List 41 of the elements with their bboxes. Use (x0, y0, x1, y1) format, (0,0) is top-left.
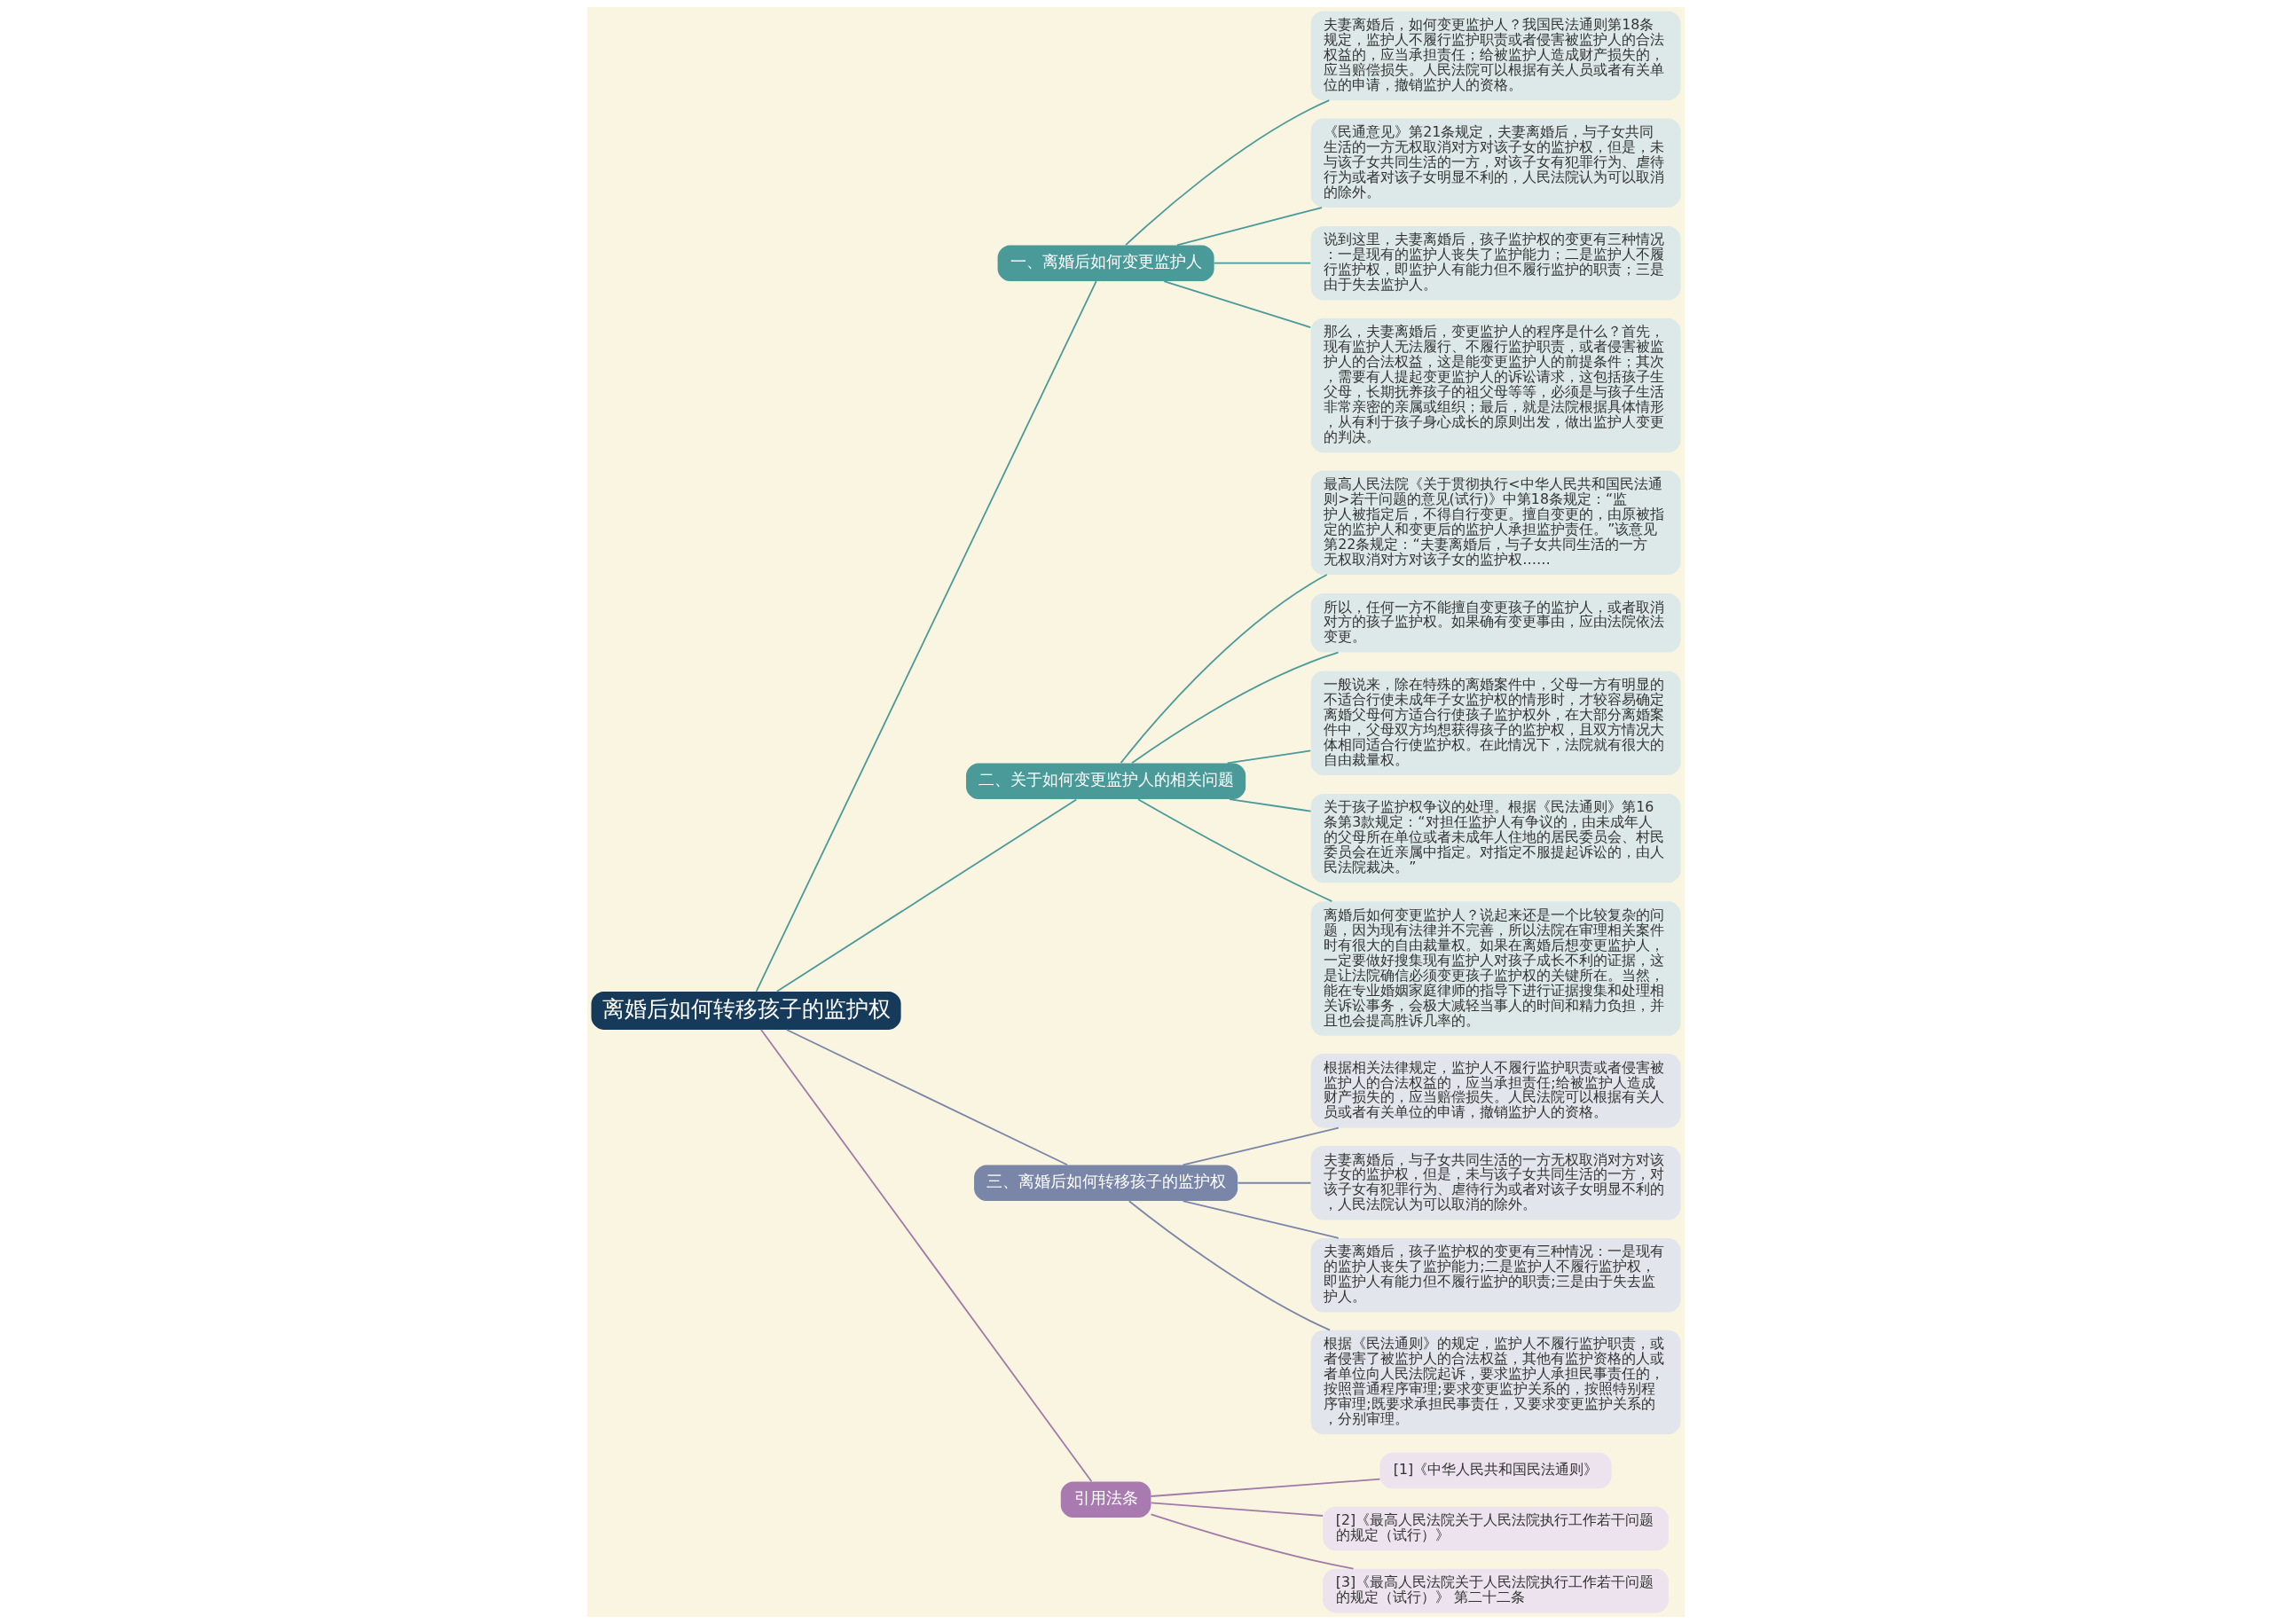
node-box: 一、离婚后如何变更监护人 (997, 245, 1214, 282)
node-box: 最高人民法院《关于贯彻执行<中华人民共和国民法通则>若干问题的意见(试行)》中第18条规定：“监护人被指定后，不得自行变更。擅自变更的，由原被指定的监护人和变更后的监护人承担监护责任。”该意见第22条规定：“夫妻离婚后，与子女共同生活的一方无权取消对方对该子女的监护权…… (1310, 470, 1680, 576)
connector (1150, 1478, 1380, 1497)
connector (1226, 749, 1311, 765)
connector (759, 1029, 1092, 1483)
node-box: 二、关于如何变更监护人的相关问题 (965, 763, 1246, 800)
node-box: [1]《中华人民共和国民法通则》 (1379, 1452, 1612, 1489)
connector (1213, 262, 1311, 264)
connector (1182, 1126, 1340, 1166)
node-box: [2]《最高人民法院关于人民法院执行工作若干问题的规定（试行）》 (1322, 1506, 1669, 1551)
node-box: 三、离婚后如何转移孩子的监护权 (973, 1165, 1238, 1202)
node-box: 《民通意见》第21条规定，夫妻离婚后，与子女共同生活的一方无权取消对方对该子女的监护权，但是，未与该子女共同生活的一方，对该子女有犯罪行为、虐待行为或者对该子女明显不利的，人民法院认为可以取消的除外。 (1310, 118, 1680, 208)
node-box: 一般说来，除在特殊的离婚案件中，父母一方有明显的不适合行使未成年子女监护权的情形时，才较容易确定离婚父母何方适合行使孩子监护权外，在大部分离婚案件中，父母双方均想获得孩子的监护权，且双方情况大体相同适合行使监护权。在此情况下，法院就有很大的自由裁量权。 (1310, 671, 1680, 775)
connector (1120, 574, 1328, 765)
node-box: 根据《民法通则》的规定，监护人不履行监护职责，或者侵害了被监护人的合法权益，其他有监护资格的人或者单位向人民法院起诉，要求监护人承担民事责任的，按照普通程序审理;要求变更监护关系的，按照特别程序审理;既要求承担民事责任，又要求变更监护关系的，分别审理。 (1310, 1330, 1680, 1435)
node-box: 所以，任何一方不能擅自变更孩子的监护人，或者取消对方的孩子监护权。如果确有变更事由，应由法院依法变更。 (1310, 592, 1680, 653)
connector (775, 798, 1077, 992)
connector (1162, 280, 1311, 328)
node-box: 那么，夫妻离婚后，变更监护人的程序是什么？首先，现有监护人无法履行、不履行监护职责，或者侵害被监护人的合法权益，这是能变更监护人的前提条件；其次，需要有人提起变更监护人的诉讼请求，这包括孩子生父母，长期抚养孩子的祖父母等等，必须是与孩子生活非常亲密的亲属或组织；最后，就是法院根据具体情形，从有利于孩子身心成长的原则出发，做出监护人变更的判决。 (1310, 318, 1680, 453)
connector (1175, 207, 1323, 247)
connector (1182, 1200, 1340, 1239)
connector (1150, 1513, 1354, 1570)
node-box: 引用法条 (1060, 1481, 1151, 1518)
node-box: 夫妻离婚后，孩子监护权的变更有三种情况：一是现有的监护人丧失了监护能力;二是监护人不履行监护权，即监护人有能力但不履行监护的职责;三是由于失去监护人。 (1310, 1237, 1680, 1313)
connector (1136, 798, 1332, 903)
connector (1237, 1181, 1311, 1184)
node-box: 夫妻离婚后，与子女共同生活的一方无权取消对方对该子女的监护权，但是，未与该子女共同生活的一方，对该子女有犯罪行为、虐待行为或者对该子女明显不利的，人民法院认为可以取消的除外。 (1310, 1145, 1680, 1220)
node-box: 根据相关法律规定，监护人不履行监护职责或者侵害被监护人的合法权益的，应当承担责任;给被监护人造成财产损失的，应当赔偿损失。人民法院可以根据有关人员或者有关单位的申请，撤销监护人的资格。 (1310, 1054, 1680, 1128)
connector (1130, 651, 1339, 765)
connector (1228, 798, 1312, 812)
connector (785, 1029, 1068, 1166)
node-box: 离婚后如何变更监护人？说起来还是一个比较复杂的问题，因为现有法律并不完善，所以法院在审理相关案件时有很大的自由裁量权。如果在离婚后想变更监护人，一定要做好搜集现有监护人对孩子成长不利的证据，这是让法院确信必须变更孩子监护权的关键所在。当然，能在专业婚姻家庭律师的指导下进行证据搜集和处理相关诉讼事务，会极大减轻当事人的时间和精力负担，并且也会提高胜诉几率的。 (1310, 901, 1680, 1036)
node-box: 说到这里，夫妻离婚后，孩子监护权的变更有三种情况：一是现有的监护人丧失了监护能力；二是监护人不履行监护权，即监护人有能力但不履行监护的职责；三是由于失去监护人。 (1310, 225, 1680, 301)
node-box: 关于孩子监护权争议的处理。根据《民法通则》第16条第3款规定：“对担任监护人有争议的，由未成年人的父母所在单位或者未成年人住地的居民委员会、村民委员会在近亲属中指定。对指定不服提起诉讼的，由人民法院裁决。” (1310, 793, 1680, 883)
connector (1124, 99, 1330, 247)
node-box: [3]《最高人民法院关于人民法院执行工作若干问题的规定（试行）》 第二十二条 (1322, 1568, 1669, 1613)
connector (755, 280, 1097, 992)
node-box: 夫妻离婚后，如何变更监护人？我国民法通则第18条规定，监护人不履行监护职责或者侵害被监护人的合法权益的，应当承担责任；给被监护人造成财产损失的，应当赔偿损失。人民法院可以根据有关人员或者有关单位的申请，撤销监护人的资格。 (1310, 11, 1680, 101)
connector (1128, 1200, 1331, 1331)
connector (1150, 1502, 1324, 1517)
node-box: 离婚后如何转移孩子的监护权 (591, 992, 901, 1030)
